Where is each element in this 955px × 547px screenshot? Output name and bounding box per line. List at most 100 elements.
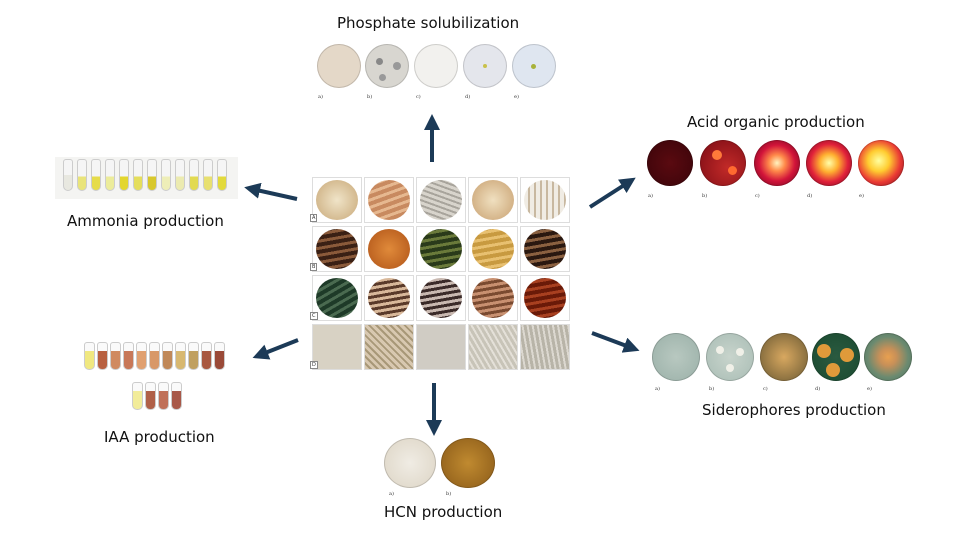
phosphate-label-e: e): [514, 94, 519, 100]
arrow-to-ammonia: [244, 182, 298, 201]
tube: [97, 342, 108, 370]
tube: [133, 159, 143, 191]
phosphate-label-d: d): [465, 94, 471, 100]
tube: [214, 342, 225, 370]
grid-cell: [520, 324, 570, 370]
acid-title: Acid organic production: [687, 113, 865, 131]
siderophores-plate-e: [864, 333, 912, 381]
tube: [188, 342, 199, 370]
siderophores-title: Siderophores production: [702, 401, 886, 419]
colony: [840, 348, 854, 362]
colony: [817, 344, 831, 358]
iaa-tubes: [80, 340, 235, 410]
colony: [826, 363, 840, 377]
grid-cell: [416, 177, 466, 223]
grid-cell: [416, 324, 466, 370]
colony: [726, 364, 734, 372]
colony: [376, 58, 383, 65]
tube: [161, 159, 171, 191]
grid-cell: [468, 177, 518, 223]
arrow-to-iaa: [252, 338, 299, 360]
grid-cell: [312, 177, 362, 223]
grid-cell: [416, 226, 466, 272]
colony: [393, 62, 401, 70]
tube: [110, 342, 121, 370]
acid-label-c: c): [755, 193, 760, 199]
center-plate-grid: A B C D: [310, 177, 572, 373]
siderophores-label-e: e): [867, 386, 872, 392]
siderophores-label-c: c): [763, 386, 768, 392]
grid-cell: [364, 275, 414, 321]
phosphate-label-a: a): [318, 94, 323, 100]
ammonia-tubes: [55, 157, 238, 199]
grid-cell: [364, 177, 414, 223]
acid-label-e: e): [859, 193, 864, 199]
tube: [119, 159, 129, 191]
tube: [162, 342, 173, 370]
acid-plate-d: [806, 140, 852, 186]
phosphate-plate-c: [414, 44, 458, 88]
colony: [728, 166, 737, 175]
tube: [217, 159, 227, 191]
tube: [63, 159, 73, 191]
grid-cell: [520, 275, 570, 321]
tube: [105, 159, 115, 191]
tube: [201, 342, 212, 370]
grid-row-label-b: B: [310, 263, 318, 271]
colony: [716, 346, 724, 354]
siderophores-plate-a: [652, 333, 700, 381]
tube: [171, 382, 182, 410]
grid-row-label-d: D: [310, 361, 318, 369]
colony: [531, 64, 536, 69]
tube: [132, 382, 143, 410]
grid-row-label-a: A: [310, 214, 318, 222]
grid-cell: [520, 226, 570, 272]
tube: [149, 342, 160, 370]
grid-cell: [468, 275, 518, 321]
grid-cell: [520, 177, 570, 223]
tube: [91, 159, 101, 191]
tube: [175, 342, 186, 370]
acid-plate-b: [700, 140, 746, 186]
acid-label-b: b): [702, 193, 708, 199]
tube: [136, 342, 147, 370]
iaa-title: IAA production: [104, 428, 215, 446]
grid-cell: [364, 226, 414, 272]
tube: [77, 159, 87, 191]
grid-cell: [312, 324, 362, 370]
acid-plate-a: [647, 140, 693, 186]
siderophores-plate-b: [706, 333, 754, 381]
colony: [483, 64, 487, 68]
acid-plate-c: [754, 140, 800, 186]
phosphate-plate-b: [365, 44, 409, 88]
hcn-title: HCN production: [384, 503, 503, 521]
tube: [203, 159, 213, 191]
siderophores-plate-c: [760, 333, 808, 381]
hcn-label-a: a): [389, 491, 394, 497]
hcn-plate-b: [441, 438, 495, 488]
siderophores-label-b: b): [709, 386, 715, 392]
hcn-plate-a: [384, 438, 436, 488]
tube: [123, 342, 134, 370]
colony: [379, 74, 386, 81]
arrow-to-siderophores: [591, 331, 640, 353]
grid-cell: [468, 226, 518, 272]
ammonia-title: Ammonia production: [67, 212, 224, 230]
phosphate-label-b: b): [367, 94, 373, 100]
phosphate-title: Phosphate solubilization: [337, 14, 520, 32]
grid-cell: [468, 324, 518, 370]
tube: [175, 159, 185, 191]
grid-cell: [312, 275, 362, 321]
phosphate-plate-a: [317, 44, 361, 88]
siderophores-label-a: a): [655, 386, 660, 392]
tube: [147, 159, 157, 191]
acid-label-a: a): [648, 193, 653, 199]
tube: [189, 159, 199, 191]
colony: [736, 348, 744, 356]
tube: [84, 342, 95, 370]
grid-cell: [312, 226, 362, 272]
hcn-label-b: b): [446, 491, 452, 497]
colony: [712, 150, 722, 160]
acid-plate-e: [858, 140, 904, 186]
grid-cell: [364, 324, 414, 370]
